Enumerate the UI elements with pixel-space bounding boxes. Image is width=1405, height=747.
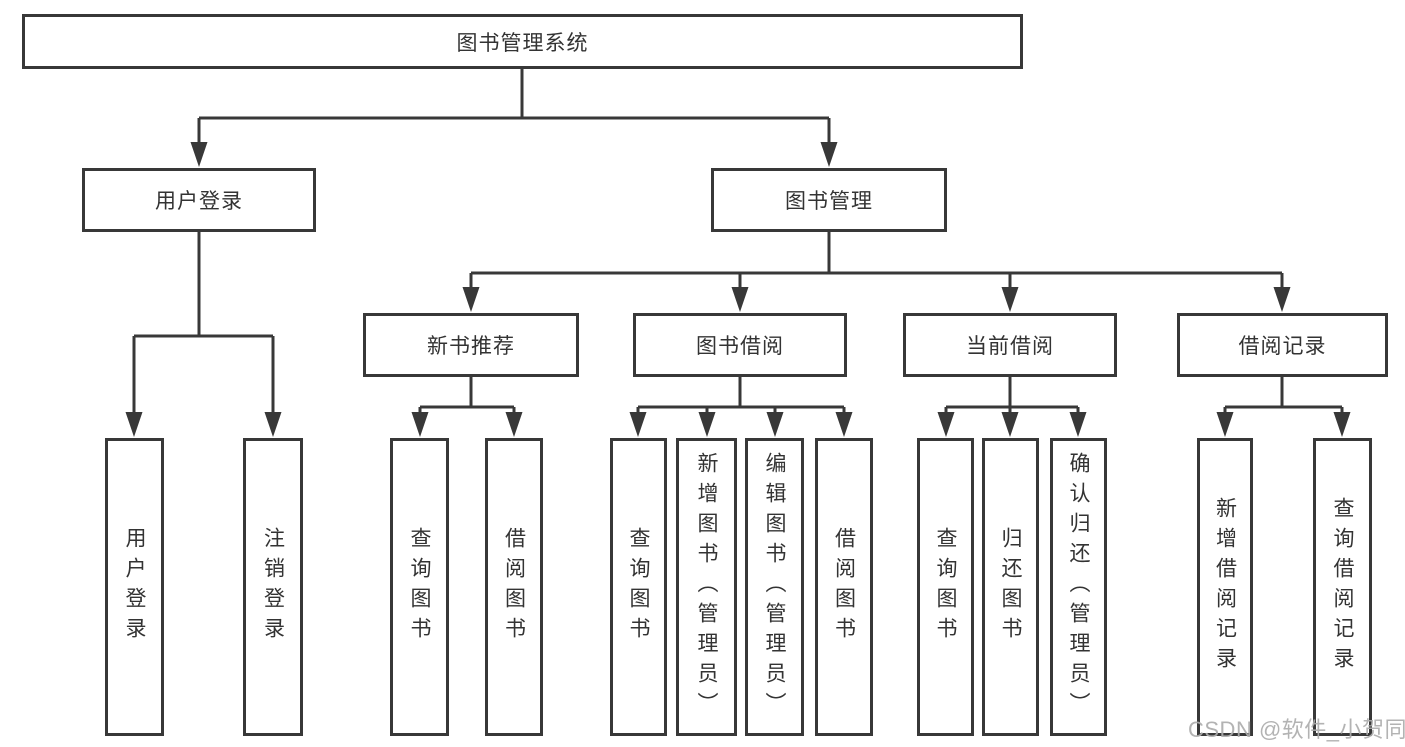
node-book-management-label: 图书管理 [785,190,873,213]
leaf-edit-book-admin: 编辑图书（管理员） [745,438,804,736]
leaf-query-books-recommend-label: 查询图书 [408,527,431,647]
node-current-borrowing-label: 当前借阅 [966,335,1054,358]
node-new-book-recommend: 新书推荐 [363,313,579,377]
leaf-edit-book-admin-label: 编辑图书（管理员） [763,452,786,722]
leaf-logout-label: 注销登录 [261,527,285,647]
leaf-add-book-admin: 新增图书（管理员） [676,438,737,736]
leaf-query-books-current-label: 查询图书 [934,527,957,647]
leaf-borrow-books-borrowing-label: 借阅图书 [832,527,856,647]
node-book-borrowing: 图书借阅 [633,313,847,377]
leaf-confirm-return-admin-label: 确认归还（管理员） [1067,452,1090,722]
node-borrowing-records-label: 借阅记录 [1238,335,1327,358]
leaf-add-borrow-record: 新增借阅记录 [1197,438,1253,736]
leaf-query-books-borrowing: 查询图书 [610,438,667,736]
leaf-query-borrow-record: 查询借阅记录 [1313,438,1372,736]
leaf-query-borrow-record-label: 查询借阅记录 [1331,497,1354,677]
leaf-user-login: 用户登录 [105,438,164,736]
leaf-add-book-admin-label: 新增图书（管理员） [695,452,718,722]
node-current-borrowing: 当前借阅 [903,313,1117,377]
arrowheads [125,142,1351,437]
node-user-login: 用户登录 [82,168,316,232]
leaf-confirm-return-admin: 确认归还（管理员） [1050,438,1107,736]
leaf-borrow-books-borrowing: 借阅图书 [815,438,873,736]
leaf-query-books-current: 查询图书 [917,438,974,736]
leaf-add-borrow-record-label: 新增借阅记录 [1213,497,1237,677]
node-book-borrowing-label: 图书借阅 [696,335,784,358]
leaf-return-books-label: 归还图书 [999,527,1022,647]
node-root-label: 图书管理系统 [456,31,589,55]
leaf-query-books-recommend: 查询图书 [390,438,449,736]
node-borrowing-records: 借阅记录 [1177,313,1388,377]
leaf-logout: 注销登录 [243,438,303,736]
leaf-return-books: 归还图书 [982,438,1039,736]
leaf-user-login-label: 用户登录 [123,527,146,647]
leaf-borrow-books-recommend-label: 借阅图书 [502,527,526,647]
node-root: 图书管理系统 [22,14,1023,69]
leaf-query-books-borrowing-label: 查询图书 [627,527,650,647]
csdn-watermark: CSDN @软件_小贺同学 [1188,717,1405,742]
leaf-borrow-books-recommend: 借阅图书 [485,438,543,736]
node-user-login-label: 用户登录 [155,190,243,213]
node-book-management: 图书管理 [711,168,947,232]
node-new-book-recommend-label: 新书推荐 [427,335,515,358]
